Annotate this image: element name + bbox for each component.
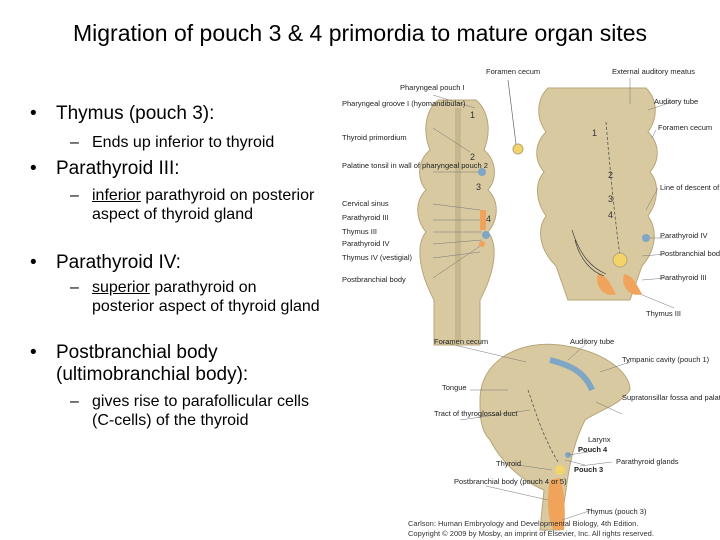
pharynx-right-shape <box>536 87 658 301</box>
thyroid-primordium-dot <box>512 143 524 155</box>
thyroglossal-tract <box>527 389 559 463</box>
bullet-parathyroid-iv: Parathyroid IV: <box>30 252 181 274</box>
label-pharyngeal-groove: Pharyngeal groove I (hyomandibular) <box>342 99 466 108</box>
leader-lines <box>432 78 679 521</box>
bullet-parathyroid-iii: Parathyroid III: <box>30 158 179 180</box>
pouch-number-2-right: 2 <box>608 170 613 180</box>
label-thymus-iii: Thymus III <box>342 227 377 236</box>
emphasis-inferior: inferior <box>92 187 141 204</box>
bullet-postbranchial-body: Postbranchial body (ultimobranchial body… <box>30 342 296 386</box>
postbranchial-left <box>479 241 485 247</box>
parathyroid-iv-left <box>482 231 490 239</box>
parathyroid-iii-left <box>480 210 486 230</box>
sub-postbranchial-body: gives rise to parafollicular cells (C-ce… <box>70 392 322 430</box>
label-palatine-tonsil: Palatine tonsil in wall of pharyngeal po… <box>342 161 488 170</box>
pouch-channel <box>549 357 595 392</box>
thymus-pouch3-bottom <box>547 478 565 530</box>
label-supratonsillar-fossa: Supratonsillar fossa and palatine tonsil… <box>622 393 720 402</box>
label-parathyroid-iii: Parathyroid III <box>342 213 389 222</box>
label-postbranchial-body: Postbranchial body <box>342 275 406 284</box>
thyroid-dot-right <box>612 252 628 268</box>
label-thymus-pouch3: Thymus (pouch 3) <box>586 507 647 516</box>
label-parathyroid-glands: Parathyroid glands <box>616 457 679 466</box>
label-line-of-descent: Line of descent of thyroid <box>660 183 720 192</box>
pouch-number-3-left: 3 <box>476 182 481 192</box>
label-thyroglossal-tract: Tract of thyroglossal duct <box>434 409 518 418</box>
label-larynx: Larynx <box>588 435 611 444</box>
sub-parathyroid-iii: inferior parathyroid on posterior aspect… <box>70 186 322 224</box>
thymus-iii-right <box>623 274 642 295</box>
foramen-cecum-line <box>507 79 517 145</box>
label-pouch-3: Pouch 3 <box>574 465 603 474</box>
credit-line-2: Copyright © 2009 by Mosby, an imprint of… <box>408 529 654 538</box>
label-thymus-iii-right: Thymus III <box>646 309 681 318</box>
credit-line-1: Carlson: Human Embryology and Developmen… <box>408 519 639 528</box>
label-postbranchial-right: Postbranchial body <box>660 249 720 258</box>
label-foramen-cecum-right: Foramen cecum <box>658 123 712 132</box>
label-thyroid-bottom: Thyroid <box>496 459 521 468</box>
label-thymus-iv: Thymus IV (vestigial) <box>342 253 413 262</box>
sub-parathyroid-iv: superior parathyroid on posterior aspect… <box>70 278 322 316</box>
bullet-thymus: Thymus (pouch 3): <box>30 103 214 125</box>
tonsil-dot <box>478 168 486 176</box>
label-pharyngeal-pouch-1: Pharyngeal pouch I <box>400 83 465 92</box>
label-tongue: Tongue <box>442 383 467 392</box>
label-parathyroid-iv: Parathyroid IV <box>342 239 390 248</box>
pouch-number-3-right: 3 <box>608 194 613 204</box>
label-cervical-sinus: Cervical sinus <box>342 199 389 208</box>
sub-parathyroid-iii-text: parathyroid on posterior aspect of thyro… <box>92 187 315 223</box>
label-external-auditory-meatus: External auditory meatus <box>612 67 695 76</box>
pouch-number-4-right: 4 <box>608 210 613 220</box>
label-tympanic-cavity: Tympanic cavity (pouch 1) <box>622 355 710 364</box>
pouch-number-2-left: 2 <box>470 152 475 162</box>
pouch-number-4-left: 4 <box>486 214 491 224</box>
label-pouch-4: Pouch 4 <box>578 445 608 454</box>
figure-credit: Carlson: Human Embryology and Developmen… <box>408 519 654 539</box>
sub-thymus: Ends up inferior to thyroid <box>70 133 274 152</box>
migration-arrow-1 <box>574 239 605 277</box>
pharyngeal-pouch-diagram: Pharyngeal groove I (hyomandibular) Thyr… <box>342 67 720 531</box>
emphasis-superior: superior <box>92 279 150 296</box>
label-foramen-cecum-top: Foramen cecum <box>486 67 540 76</box>
thymus-iii-left <box>597 274 616 295</box>
label-foramen-cecum-bottom: Foramen cecum <box>434 337 488 346</box>
pouch-number-1-right: 1 <box>592 128 597 138</box>
slide-title: Migration of pouch 3 & 4 primordia to ma… <box>72 20 647 46</box>
label-auditory-tube-bottom: Auditory tube <box>570 337 614 346</box>
parathyroid-iv-right <box>642 234 650 242</box>
pouch-number-1-left: 1 <box>470 110 475 120</box>
migration-arrow-2 <box>571 229 607 275</box>
label-thyroid-primordium: Thyroid primordium <box>342 133 407 142</box>
sub-parathyroid-iv-text: parathyroid on posterior aspect of thyro… <box>92 279 320 315</box>
head-sagittal-shape <box>479 343 631 531</box>
thyroid-bottom <box>555 465 565 475</box>
thyroid-descent-line <box>605 121 621 257</box>
label-parathyroid-iii-right: Parathyroid III <box>660 273 707 282</box>
label-auditory-tube: Auditory tube <box>654 97 698 106</box>
label-postbranchial-bottom: Postbranchial body (pouch 4 or 5) <box>454 477 567 486</box>
label-parathyroid-iv-right: Parathyroid IV <box>660 231 708 240</box>
embryology-figure: Pharyngeal groove I (hyomandibular) Thyr… <box>330 60 720 540</box>
